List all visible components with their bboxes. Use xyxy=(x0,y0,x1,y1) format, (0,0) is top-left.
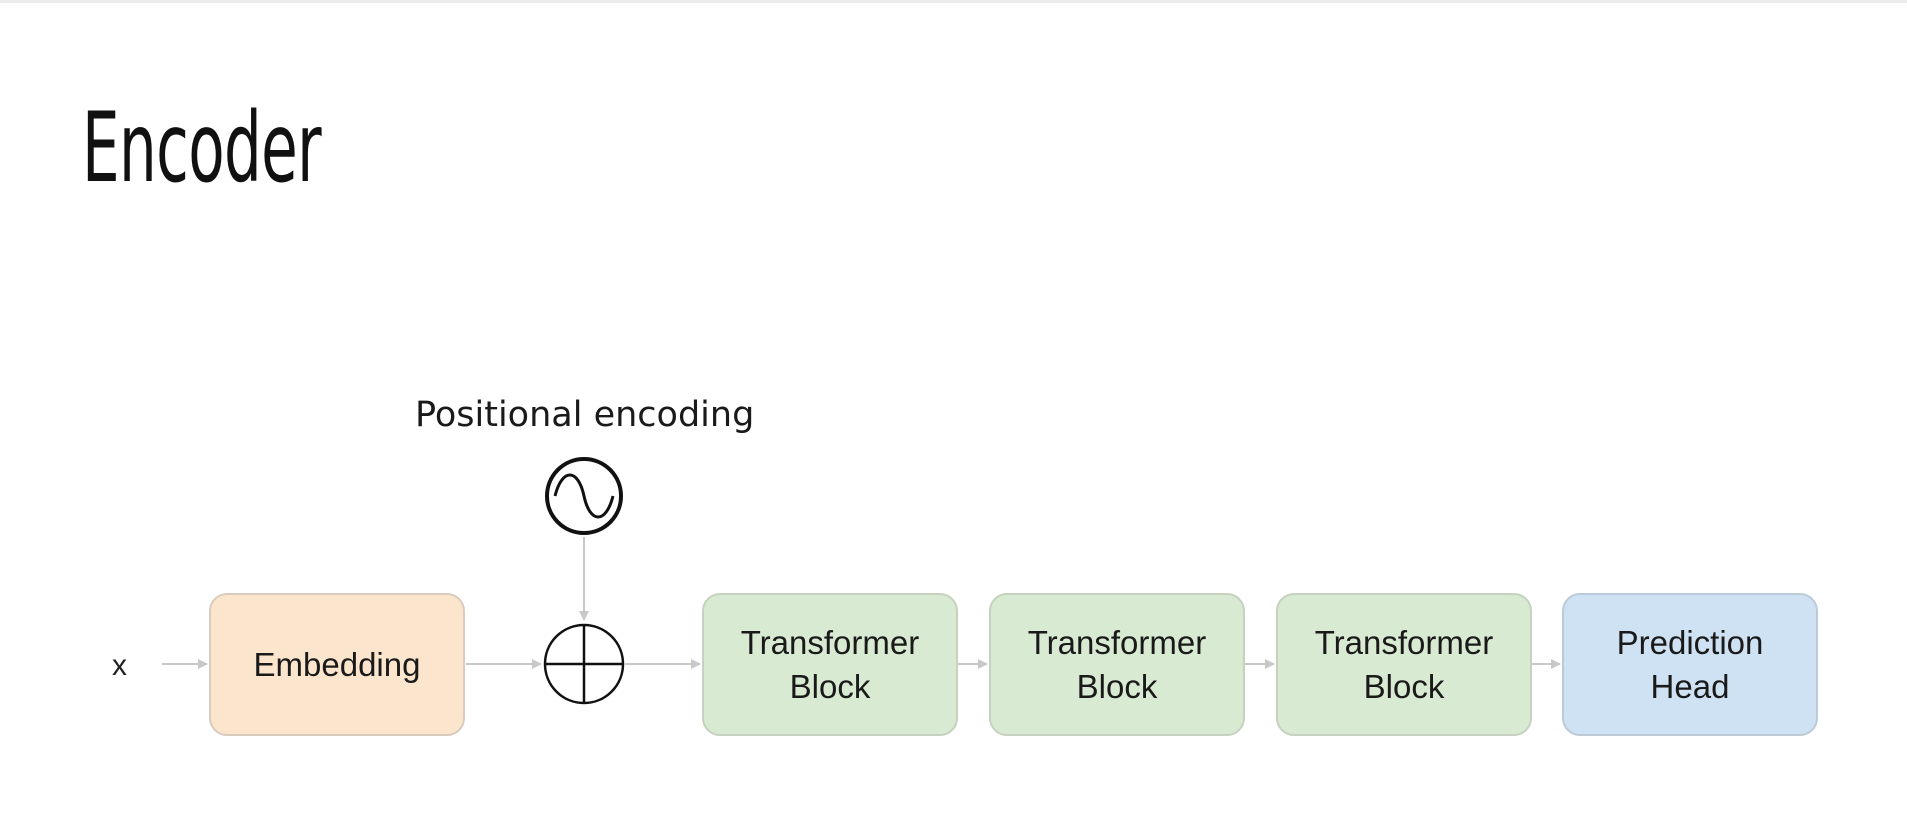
prediction-head-line1: Prediction xyxy=(1616,623,1764,661)
slide-title: Encoder xyxy=(82,92,322,204)
embedding-block-label: Embedding xyxy=(253,645,421,683)
transformer-block-1-line2: Block xyxy=(789,667,871,705)
transformer-block-3[interactable]: Transformer Block xyxy=(1276,593,1532,736)
embedding-block[interactable]: Embedding xyxy=(209,593,465,736)
circled-plus-icon xyxy=(543,623,625,705)
transformer-block-2-line2: Block xyxy=(1076,667,1158,705)
transformer-block-3-line2: Block xyxy=(1363,667,1445,705)
top-divider xyxy=(0,0,1907,3)
transformer-block-1[interactable]: Transformer Block xyxy=(702,593,958,736)
prediction-head-line2: Head xyxy=(1650,667,1730,705)
sine-wave-circle-icon xyxy=(545,457,623,535)
transformer-block-2-line1: Transformer xyxy=(1027,623,1207,661)
transformer-block-1-line1: Transformer xyxy=(740,623,920,661)
transformer-block-3-line1: Transformer xyxy=(1314,623,1494,661)
input-x-label: x xyxy=(112,649,127,682)
transformer-block-2[interactable]: Transformer Block xyxy=(989,593,1245,736)
prediction-head-block[interactable]: Prediction Head xyxy=(1562,593,1818,736)
positional-encoding-label: Positional encoding xyxy=(415,395,755,435)
